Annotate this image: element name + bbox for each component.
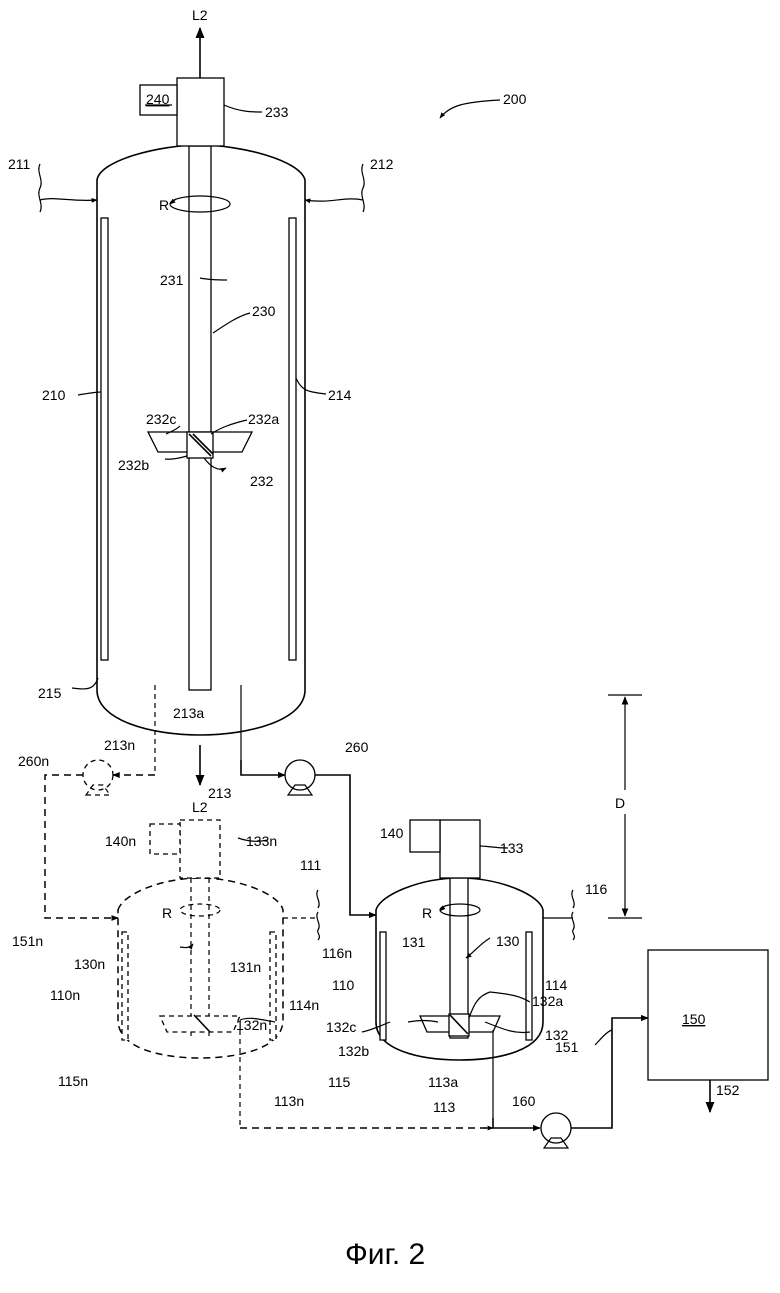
label-116n: 116n bbox=[322, 945, 352, 961]
leader-lines bbox=[72, 100, 612, 1045]
control-box-140n bbox=[150, 824, 180, 854]
label-213a: 213a bbox=[173, 705, 204, 721]
label-160: 160 bbox=[512, 1093, 536, 1109]
drive-housing-133n bbox=[180, 820, 220, 878]
label-113n: 113n bbox=[274, 1093, 304, 1109]
label-232c: 232c bbox=[146, 411, 176, 427]
label-215: 215 bbox=[38, 685, 62, 701]
label-113: 113 bbox=[433, 1099, 456, 1115]
label-260: 260 bbox=[345, 739, 369, 755]
label-L2-top: L2 bbox=[192, 7, 208, 23]
label-233: 233 bbox=[265, 104, 289, 120]
unit-150 bbox=[648, 950, 768, 1080]
label-113a: 113a bbox=[428, 1074, 458, 1090]
drive-housing-133 bbox=[440, 820, 480, 878]
label-110: 110 bbox=[332, 977, 355, 993]
label-132n: 132n bbox=[236, 1017, 267, 1033]
label-240: 240 bbox=[146, 91, 170, 107]
label-R-top: R bbox=[159, 197, 169, 213]
control-box-140 bbox=[410, 820, 440, 852]
impeller-232 bbox=[148, 432, 252, 458]
label-232a: 232a bbox=[248, 411, 279, 427]
label-110n: 110n bbox=[50, 987, 80, 1003]
label-260n: 260n bbox=[18, 753, 49, 769]
label-132a: 132a bbox=[532, 993, 563, 1009]
label-150: 150 bbox=[682, 1011, 706, 1027]
label-230: 230 bbox=[252, 303, 276, 319]
feed-line-211 bbox=[39, 164, 97, 212]
label-131n: 131n bbox=[230, 959, 261, 975]
impeller-132 bbox=[420, 1014, 500, 1036]
label-151n: 151n bbox=[12, 933, 43, 949]
label-D: D bbox=[615, 795, 625, 811]
vessel-110 bbox=[376, 820, 543, 1118]
label-R-right: R bbox=[422, 905, 432, 921]
drive-housing-233 bbox=[177, 78, 224, 146]
label-133n: 133n bbox=[246, 833, 277, 849]
label-116: 116 bbox=[585, 881, 608, 897]
label-151: 151 bbox=[555, 1039, 579, 1055]
label-232: 232 bbox=[250, 473, 274, 489]
label-211: 211 bbox=[8, 156, 31, 172]
jacket-wall-right bbox=[289, 218, 296, 660]
vessel-210 bbox=[97, 28, 305, 785]
label-200: 200 bbox=[503, 91, 527, 107]
label-132b: 132b bbox=[338, 1043, 369, 1059]
label-210: 210 bbox=[42, 387, 66, 403]
pump-260n bbox=[83, 760, 113, 795]
label-132c: 132c bbox=[326, 1019, 356, 1035]
label-213n: 213n bbox=[104, 737, 135, 753]
label-232b: 232b bbox=[118, 457, 149, 473]
label-213: 213 bbox=[208, 785, 232, 801]
label-L2-mid: L2 bbox=[192, 799, 208, 815]
label-114n: 114n bbox=[289, 997, 319, 1013]
label-231: 231 bbox=[160, 272, 184, 288]
pump-160 bbox=[541, 1113, 571, 1148]
labels: L2 240 233 200 211 212 R 231 230 210 214… bbox=[8, 7, 740, 1271]
shaft-231 bbox=[189, 146, 211, 690]
label-214: 214 bbox=[328, 387, 352, 403]
label-114: 114 bbox=[545, 977, 568, 993]
label-115: 115 bbox=[328, 1074, 351, 1090]
feed-line-212 bbox=[305, 164, 364, 212]
pump-260 bbox=[285, 760, 315, 795]
label-133: 133 bbox=[500, 840, 524, 856]
jacket-wall-left bbox=[101, 218, 108, 660]
label-111: 111 bbox=[300, 857, 321, 873]
figure-caption: Фиг. 2 bbox=[345, 1238, 425, 1271]
label-140n: 140n bbox=[105, 833, 136, 849]
label-130: 130 bbox=[496, 933, 520, 949]
label-140: 140 bbox=[380, 825, 404, 841]
label-115n: 115n bbox=[58, 1073, 88, 1089]
label-152: 152 bbox=[716, 1082, 740, 1098]
label-131: 131 bbox=[402, 934, 426, 950]
label-212: 212 bbox=[370, 156, 394, 172]
label-R-left: R bbox=[162, 905, 172, 921]
label-130n: 130n bbox=[74, 956, 105, 972]
